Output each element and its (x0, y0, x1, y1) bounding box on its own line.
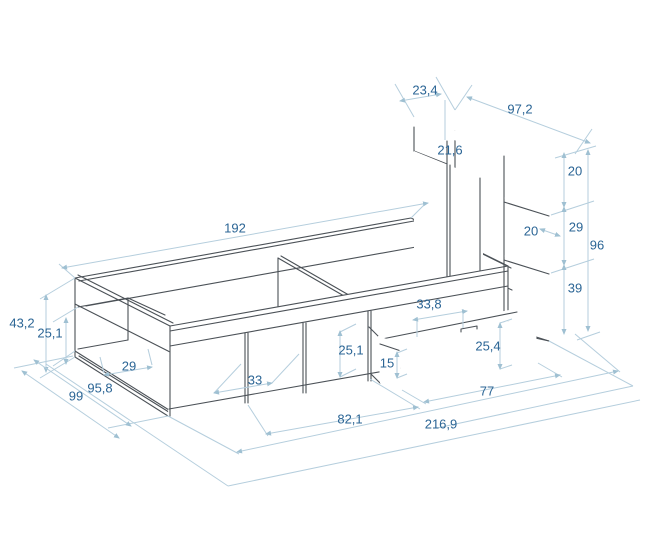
dimension-label-front-opening-width: 33 (248, 372, 262, 387)
dimension-label-top-niche-inner-depth: 21,6 (437, 142, 462, 157)
dimension-label-end-opening-height: 25,1 (37, 325, 62, 340)
drawer-handle (460, 325, 478, 333)
dimension-label-bed-outer-width: 99 (69, 388, 83, 403)
dimension-label-headboard-total-height: 96 (590, 237, 604, 252)
dimension-label-drawer-side-height: 15 (380, 355, 394, 370)
dimension-label-drawer-width: 77 (480, 383, 494, 398)
dimension-label-headboard-top-width: 97,2 (507, 101, 532, 116)
dimension-label-end-cubby-depth: 29 (122, 358, 136, 373)
dimension-label-shelf-inner-width: 20 (524, 223, 538, 238)
dimension-labels: 23,497,221,6202996392019243,225,12995,89… (9, 82, 604, 431)
dimension-label-middle-shelf-gap-height: 29 (569, 219, 583, 234)
dimension-label-upper-shelf-gap-height: 20 (568, 163, 582, 178)
dimension-label-front-opening-height: 25,1 (338, 342, 363, 357)
dimension-label-headboard-top-depth: 23,4 (412, 82, 437, 97)
dimension-label-bed-inner-width: 95,8 (87, 380, 112, 395)
dimension-lines (13, 76, 641, 487)
dimension-label-total-length: 216,9 (425, 416, 458, 431)
dimension-label-bed-length: 192 (224, 220, 246, 235)
dimension-label-rail-section-width: 33,8 (416, 296, 441, 311)
dimension-label-lower-shelf-gap-height: 39 (568, 280, 582, 295)
dimension-label-bed-height: 43,2 (9, 315, 34, 330)
dimension-label-drawer-front-height: 25,4 (475, 338, 500, 353)
dimension-label-floor-section-length: 82,1 (337, 411, 362, 426)
